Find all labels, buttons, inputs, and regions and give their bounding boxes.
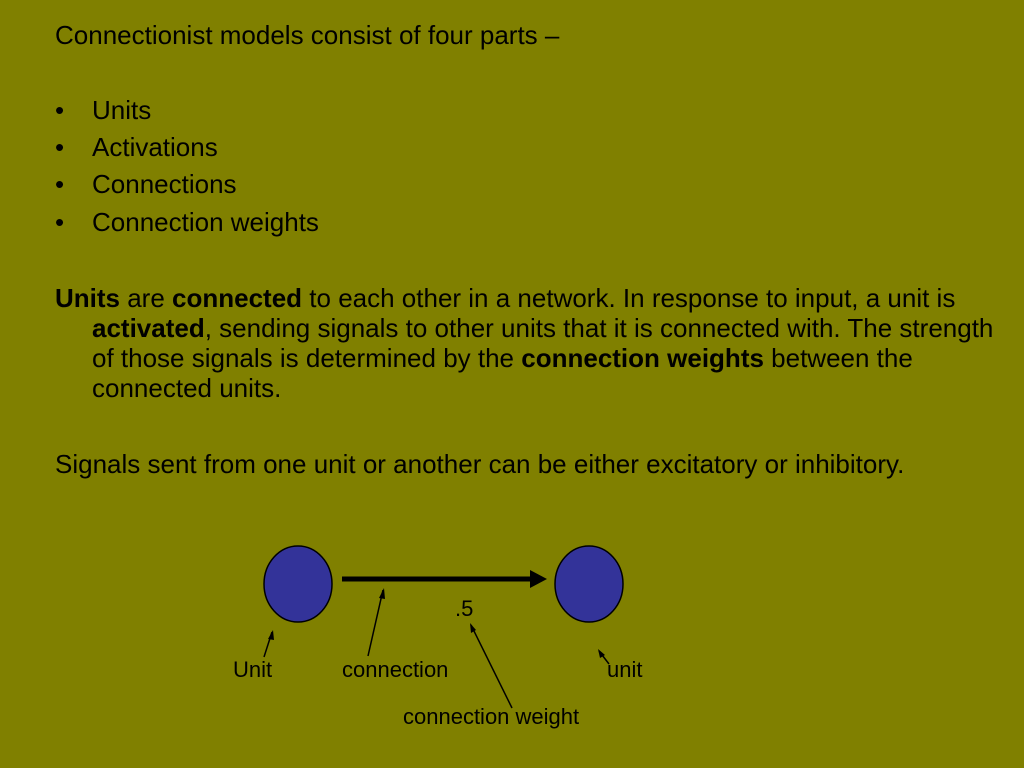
connection-weight-label: connection weight xyxy=(403,704,580,729)
pointer-head-connection xyxy=(379,588,385,599)
bullet-label: Activations xyxy=(92,132,218,162)
term-units: Units xyxy=(55,283,120,313)
para-text: , sending signals to other units that it… xyxy=(92,313,994,373)
bullet-dot: • xyxy=(55,169,65,199)
term-connection-weights: connection weights xyxy=(521,343,764,373)
paragraph-signals: Signals sent from one unit or another ca… xyxy=(55,449,905,479)
bullet-dot: • xyxy=(55,132,65,162)
bullet-dot: • xyxy=(55,95,65,125)
bullet-label: Connection weights xyxy=(92,207,319,237)
bullet-item-connections: • Connections xyxy=(55,169,237,199)
term-activated: activated xyxy=(92,313,205,343)
unit-left-label: Unit xyxy=(233,657,273,682)
bullet-label: Connections xyxy=(92,169,237,199)
bullet-label: Units xyxy=(92,95,152,125)
paragraph-units-description: Units are connected to each other in a n… xyxy=(55,283,1012,403)
weight-value-label: .5 xyxy=(455,596,474,621)
intro-text: Connectionist models consist of four par… xyxy=(55,20,560,50)
bullet-item-connection-weights: • Connection weights xyxy=(55,207,319,237)
term-connected: connected xyxy=(172,283,303,313)
unit-node-right xyxy=(554,545,624,623)
unit-node-left xyxy=(263,545,333,623)
pointer-head-unit-right xyxy=(598,649,605,658)
connection-label: connection xyxy=(342,657,449,682)
para-text: between the connected units. xyxy=(92,343,913,403)
pointer-line-connection-weight xyxy=(470,624,513,709)
pointer-head-connection-weight xyxy=(470,623,476,633)
unit-right-label: unit xyxy=(607,657,643,682)
bullet-dot: • xyxy=(55,207,65,237)
bullet-item-units: • Units xyxy=(55,95,151,125)
pointer-line-connection xyxy=(367,589,384,657)
connection-arrow-head xyxy=(530,570,547,588)
pointer-head-unit-left xyxy=(268,630,274,640)
para-text: are xyxy=(120,283,173,313)
para-text: to each other in a network. In response … xyxy=(302,283,956,313)
bullet-item-activations: • Activations xyxy=(55,132,218,162)
